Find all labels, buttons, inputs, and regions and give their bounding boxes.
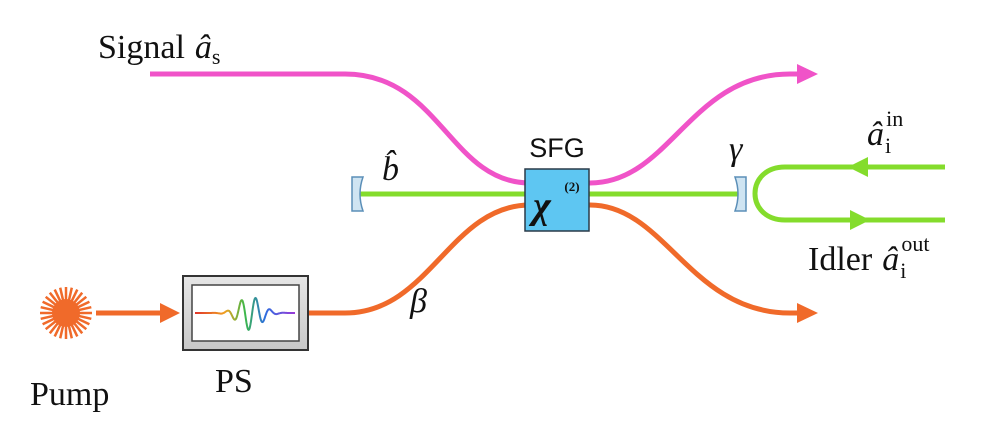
sfg-label: SFG [529, 133, 585, 163]
sun-ray [76, 317, 90, 326]
sun-ray [44, 295, 58, 307]
idler-out-arrowhead [850, 210, 870, 230]
sun-ray [72, 291, 84, 305]
sun-ray [58, 324, 65, 339]
cavity-mode-label: b̂ [382, 149, 399, 188]
signal-beam [150, 71, 797, 186]
sun-ray [67, 287, 74, 302]
sun-ray [48, 291, 60, 305]
idler-in-arrowhead [848, 157, 868, 177]
sun-ray [74, 295, 88, 307]
sun-ray [70, 323, 79, 337]
sun-ray [42, 300, 56, 309]
sun-ray [42, 317, 56, 326]
sun-ray [53, 289, 62, 303]
chi-order-label: (2) [564, 179, 579, 194]
sun-ray [40, 305, 55, 312]
right-mirror [733, 176, 747, 212]
sun-core [52, 299, 80, 327]
sun-ray [67, 324, 74, 339]
left-mirror [351, 176, 365, 212]
pulse-waveform [195, 296, 295, 331]
gamma-label: γ [729, 131, 744, 168]
sun-ray [72, 321, 84, 335]
beta-label: β [409, 283, 427, 320]
sun-ray [40, 314, 55, 321]
sun-ray [76, 300, 90, 309]
signal-arrowhead [797, 64, 818, 84]
sfg-crystal [524, 168, 590, 232]
sun-ray [74, 319, 88, 331]
sun-ray [48, 321, 60, 335]
pump-output-arrowhead [797, 303, 818, 323]
sun-ray [77, 314, 92, 321]
sun-ray [77, 305, 92, 312]
idler-loop [752, 164, 945, 223]
pump-label: Pump [30, 376, 109, 413]
sun-ray [53, 323, 62, 337]
idler-in-label: âiin [867, 106, 903, 158]
sun-ray [58, 287, 65, 302]
sun-ray [44, 319, 58, 331]
ps-label: PS [215, 363, 253, 400]
sun-ray [70, 289, 79, 303]
pump-input-arrowhead [160, 303, 180, 323]
pump-source-icon [40, 287, 92, 339]
